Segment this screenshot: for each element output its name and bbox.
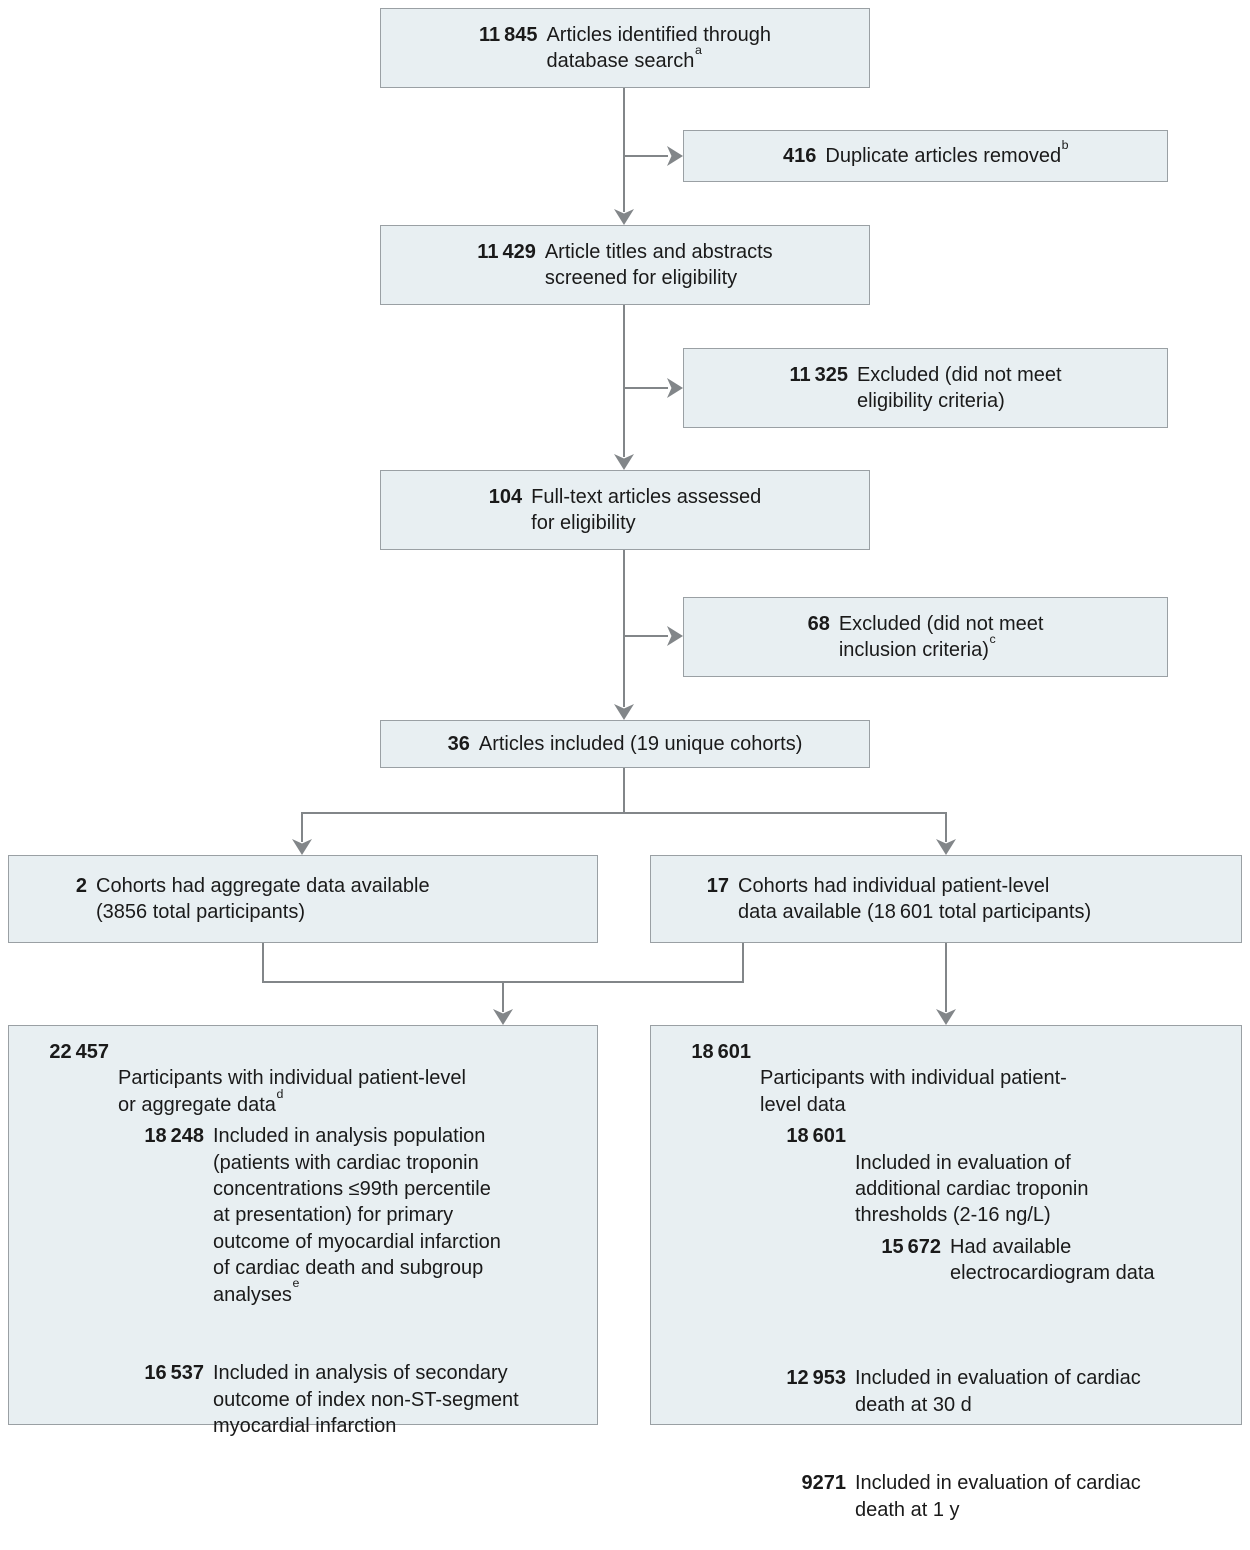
count-value: 416 — [783, 144, 817, 167]
count-value: 11 325 — [789, 363, 848, 386]
flow-entry: 18 601 Participants with individual pati… — [665, 1039, 1227, 1550]
flow-entry: 18 601 Included in evaluation of additio… — [760, 1123, 1155, 1313]
count-value: 36 — [447, 732, 470, 755]
connector-line — [502, 983, 504, 1012]
connector-line — [624, 155, 668, 157]
flow-entry: 11 325 Excluded (did not meet eligibilit… — [789, 362, 1061, 415]
flow-entry: 11 429 Article titles and abstracts scre… — [477, 239, 772, 292]
box-excluded-fulltext: 68 Excluded (did not meet inclusion crit… — [683, 597, 1168, 677]
box-aggregate-cohorts: 2 Cohorts had aggregate data available (… — [8, 855, 598, 943]
connector-line — [945, 943, 947, 1012]
box-label: Included in evaluation of cardiac death … — [855, 1367, 1141, 1416]
footnote-marker: c — [989, 631, 996, 646]
count-value: 15 672 — [881, 1235, 941, 1258]
connector-line — [624, 635, 668, 637]
flow-entry: 104 Full-text articles assessed for elig… — [489, 484, 761, 537]
box-label: Cohorts had individual patient-level dat… — [738, 874, 1092, 923]
connector-line — [624, 387, 668, 389]
box-pooled-participants: 22 457 Participants with individual pati… — [8, 1025, 598, 1437]
count-value: 2 — [75, 874, 87, 897]
flow-entry: 15 672 Had available electrocardiogram d… — [855, 1234, 1155, 1287]
box-ipd-cohorts: 17 Cohorts had individual patient-level … — [650, 855, 1242, 943]
flow-entry: 22 457 Participants with individual pati… — [23, 1039, 583, 1466]
count-value: 18 601 — [691, 1041, 751, 1063]
box-label: Participants with individual patient-lev… — [118, 1039, 519, 1466]
count-value: 17 — [706, 874, 729, 897]
box-label: Duplicate articles removedb — [825, 137, 1069, 167]
box-titles-screened: 11 429 Article titles and abstracts scre… — [380, 225, 870, 305]
box-articles-identified: 11 845 Articles identified through datab… — [380, 8, 870, 88]
flow-entry: 36 Articles included (19 unique cohorts) — [448, 731, 803, 757]
count-value: 9271 — [801, 1472, 847, 1495]
connector-line — [623, 768, 625, 813]
box-ipd-participants: 18 601 Participants with individual pati… — [650, 1025, 1242, 1521]
box-label: Full-text articles assessed for eligibil… — [531, 485, 762, 534]
flow-entry: 17 Cohorts had individual patient-level … — [681, 873, 1091, 926]
count-value: 22 457 — [49, 1041, 109, 1063]
box-label: Included in analysis population (patient… — [213, 1125, 501, 1306]
connector-line — [262, 981, 744, 983]
box-articles-included: 36 Articles included (19 unique cohorts) — [380, 720, 870, 768]
flow-entry: 18 248 Included in analysis population (… — [118, 1123, 519, 1308]
box-label: Excluded (did not meet eligibility crite… — [856, 363, 1062, 412]
box-fulltext-assessed: 104 Full-text articles assessed for elig… — [380, 470, 870, 550]
flow-entry: 416 Duplicate articles removedb — [783, 137, 1069, 169]
box-label: Included in evaluation of additional car… — [855, 1123, 1155, 1313]
box-label: Cohorts had aggregate data available (38… — [96, 874, 430, 923]
box-label: Article titles and abstracts screened fo… — [544, 240, 773, 289]
count-value: 16 537 — [144, 1362, 204, 1385]
box-label: Included in analysis of secondary outcom… — [213, 1362, 519, 1438]
box-label: Articles identified through database sea… — [546, 23, 772, 72]
count-value: 11 429 — [477, 240, 536, 263]
connector-line — [623, 88, 625, 212]
connector-line — [301, 813, 303, 842]
flow-entry: 2 Cohorts had aggregate data available (… — [39, 873, 430, 926]
count-value: 18 601 — [786, 1125, 846, 1148]
flow-entry: 16 537 Included in analysis of secondary… — [118, 1360, 519, 1439]
connector-line — [945, 813, 947, 842]
footnote-marker: b — [1061, 137, 1069, 152]
count-value: 11 845 — [478, 23, 538, 46]
arrow-right-icon — [667, 626, 683, 646]
arrow-right-icon — [667, 378, 683, 398]
count-value: 12 953 — [786, 1367, 846, 1390]
footnote-marker: a — [694, 42, 702, 57]
arrow-right-icon — [667, 146, 683, 166]
box-label: Included in evaluation of cardiac death … — [855, 1472, 1141, 1521]
footnote-marker: e — [292, 1276, 300, 1291]
box-label: Articles included (19 unique cohorts) — [478, 732, 803, 755]
flow-entry: 12 953 Included in evaluation of cardiac… — [760, 1365, 1155, 1418]
box-label: Excluded (did not meet inclusion criteri… — [838, 612, 1044, 661]
box-duplicates-removed: 416 Duplicate articles removedb — [683, 130, 1168, 182]
box-label: Had available electrocardiogram data — [950, 1235, 1155, 1285]
box-excluded-screening: 11 325 Excluded (did not meet eligibilit… — [683, 348, 1168, 428]
connector-line — [301, 812, 947, 814]
footnote-marker: d — [276, 1086, 284, 1101]
count-value: 104 — [488, 485, 523, 508]
count-value: 68 — [807, 612, 830, 635]
count-value: 18 248 — [144, 1125, 204, 1148]
connector-line — [262, 943, 264, 982]
flow-entry: 11 845 Articles identified through datab… — [479, 22, 771, 75]
flow-entry: 9271 Included in evaluation of cardiac d… — [760, 1470, 1155, 1523]
connector-line — [623, 550, 625, 707]
connector-line — [623, 305, 625, 457]
connector-line — [742, 943, 744, 982]
box-label: Participants with individual patient- le… — [760, 1039, 1155, 1550]
prisma-flow-diagram: 11 845 Articles identified through datab… — [8, 8, 1242, 1521]
flow-entry: 68 Excluded (did not meet inclusion crit… — [808, 611, 1044, 664]
